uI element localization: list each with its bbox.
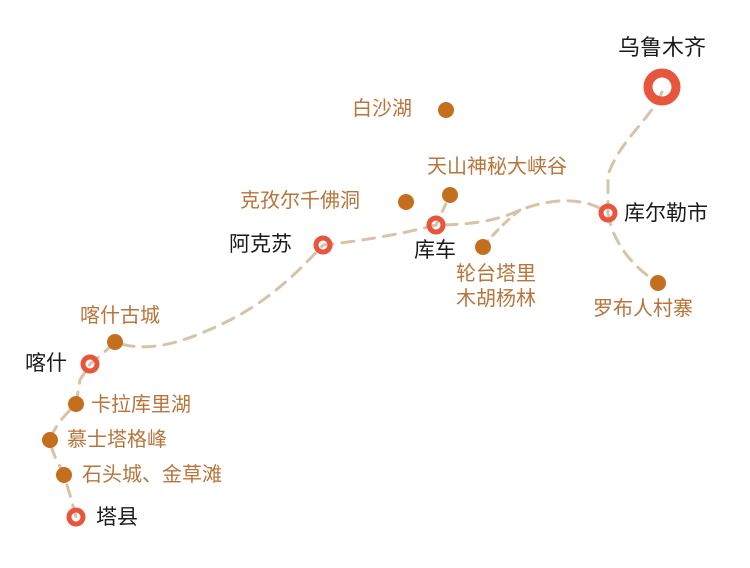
poi-label-stone-city: 石头城、金草滩 bbox=[82, 462, 222, 486]
poi-label-kashgar-old-city: 喀什古城 bbox=[80, 303, 160, 327]
poi-label-tianshan-canyon: 天山神秘大峡谷 bbox=[427, 154, 567, 178]
city-label-korla: 库尔勒市 bbox=[624, 201, 708, 225]
city-label-kuqa: 库车 bbox=[414, 238, 456, 262]
city-label-kashgar: 喀什 bbox=[25, 351, 67, 375]
poi-marker-kashgar-old-city[interactable] bbox=[107, 334, 123, 350]
poi-label-muztagh-ata: 慕士塔格峰 bbox=[67, 427, 167, 451]
poi-label-loprik-village: 罗布人村寨 bbox=[593, 296, 693, 320]
route-path bbox=[48, 90, 664, 519]
poi-marker-muztagh-ata[interactable] bbox=[42, 432, 58, 448]
poi-label-baisha-lake: 白沙湖 bbox=[352, 96, 412, 120]
poi-marker-loprik-village[interactable] bbox=[650, 275, 666, 291]
poi-marker-baisha-lake[interactable] bbox=[438, 102, 454, 118]
poi-label-karakul-lake: 卡拉库里湖 bbox=[91, 392, 191, 416]
city-label-aksu: 阿克苏 bbox=[229, 232, 292, 256]
poi-marker-luntai-forest[interactable] bbox=[475, 239, 491, 255]
city-marker-kuqa[interactable] bbox=[426, 215, 446, 235]
city-label-urumqi: 乌鲁木齐 bbox=[618, 36, 707, 61]
poi-label-luntai-forest-line1: 轮台塔里 bbox=[456, 261, 536, 285]
poi-marker-kizil-caves[interactable] bbox=[398, 194, 414, 210]
city-marker-taxian[interactable] bbox=[66, 507, 86, 527]
city-marker-korla[interactable] bbox=[598, 203, 618, 223]
poi-marker-tianshan-canyon[interactable] bbox=[442, 187, 458, 203]
poi-label-kizil-caves: 克孜尔千佛洞 bbox=[240, 188, 360, 212]
city-marker-aksu[interactable] bbox=[313, 235, 333, 255]
poi-marker-karakul-lake[interactable] bbox=[68, 396, 84, 412]
poi-marker-stone-city[interactable] bbox=[56, 467, 72, 483]
city-marker-urumqi[interactable] bbox=[643, 68, 681, 106]
city-marker-kashgar[interactable] bbox=[80, 354, 100, 374]
city-label-taxian: 塔县 bbox=[96, 505, 138, 529]
poi-label-luntai-forest-line2: 木胡杨林 bbox=[456, 286, 536, 310]
